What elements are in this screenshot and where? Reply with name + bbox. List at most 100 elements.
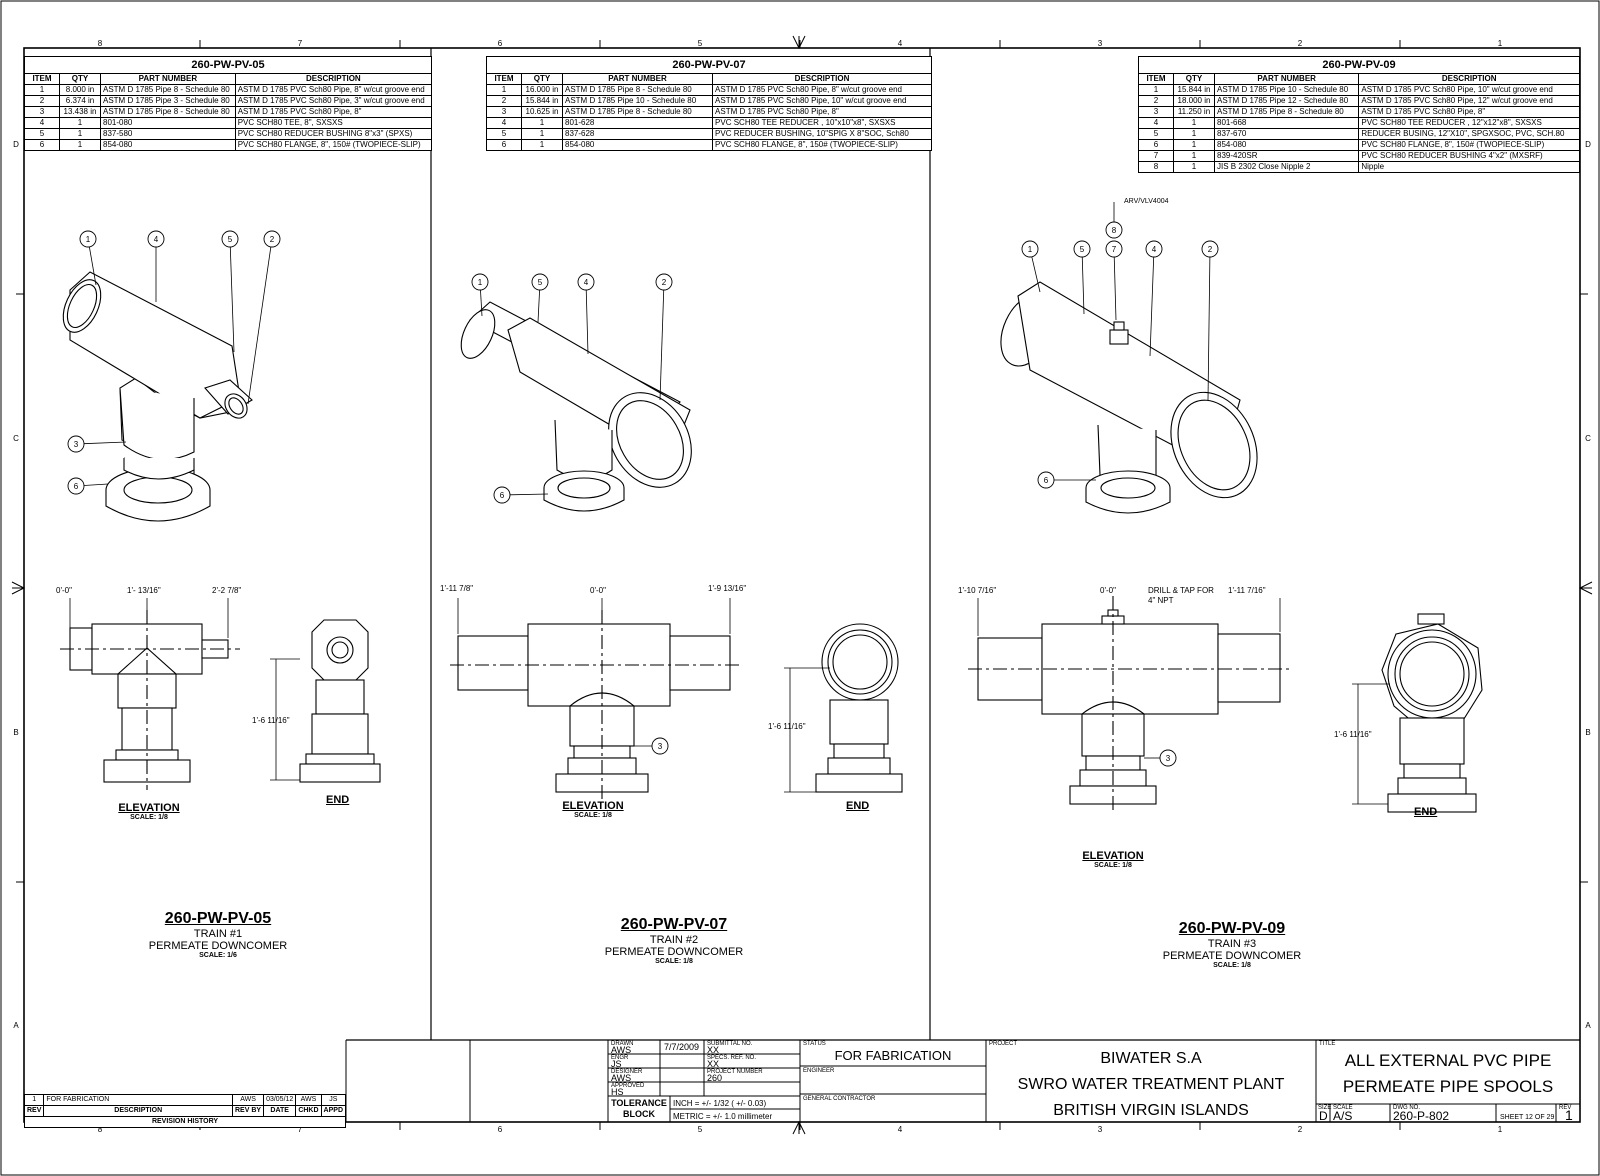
bom-desc: Nipple — [1358, 161, 1580, 173]
tolerance-line-2: BLOCK — [623, 1109, 655, 1119]
zone-col-label: 3 — [1098, 39, 1103, 48]
elevation-label-05: ELEVATION SCALE: 1/8 — [104, 802, 194, 821]
status-label: STATUS — [803, 1041, 826, 1047]
rev-hdr-date: DATE — [263, 1105, 297, 1117]
project-label: PROJECT — [989, 1041, 1018, 1047]
leader-line — [229, 246, 235, 353]
bom-desc: ASTM D 1785 PVC Sch80 Pipe, 8" w/cut gro… — [234, 84, 433, 96]
size-label: SIZE — [1318, 1105, 1332, 1111]
scale-label: SCALE — [1333, 1105, 1353, 1111]
bom-title: 260-PW-PV-05 — [24, 56, 432, 74]
col-part: PART NUMBER — [1213, 73, 1360, 85]
bom-part: 837-628 — [561, 128, 714, 140]
zone-row-label: C — [13, 434, 19, 443]
zone-col-label: 2 — [1298, 1125, 1303, 1134]
project-block: BIWATER S.A SWRO WATER TREATMENT PLANT B… — [986, 1046, 1316, 1124]
bom-desc: ASTM D 1785 PVC Sch80 Pipe, 10" w/cut gr… — [712, 95, 932, 107]
bom-part: 801-628 — [561, 117, 714, 129]
bom-item: 2 — [486, 95, 522, 107]
drawn-label: DRAWN — [611, 1041, 634, 1047]
balloon-circle — [263, 230, 281, 248]
zone-col-label: 2 — [1298, 39, 1303, 48]
dim-07-mid: 0'-0" — [590, 586, 606, 595]
balloon-number: 8 — [1112, 226, 1117, 235]
bom-qty: 13.438 in — [59, 106, 101, 118]
balloon-circle — [471, 273, 489, 291]
date-value: 7/7/2009 — [664, 1042, 700, 1052]
bom-part: ASTM D 1785 Pipe 8 - Schedule 80 — [100, 84, 236, 96]
bom-title: 260-PW-PV-09 — [1138, 56, 1580, 74]
bom-item: 6 — [1138, 139, 1174, 151]
status-value: FOR FABRICATION — [834, 1048, 952, 1063]
train-label: TRAIN #3 — [1207, 938, 1257, 950]
end-pv-05 — [299, 619, 381, 783]
zone-row-label: D — [1585, 140, 1591, 149]
drill-tap-note-2: 4" NPT — [1148, 596, 1174, 605]
bom-qty: 6.374 in — [59, 95, 101, 107]
rev-value: 1 — [1565, 1107, 1573, 1123]
col-qty: QTY — [521, 73, 563, 85]
rev-hdr-chkd: CHKD — [295, 1105, 322, 1117]
balloon-circle — [1073, 240, 1091, 258]
leader-line — [1207, 256, 1211, 401]
balloon-circle — [651, 737, 669, 755]
bom-item: 8 — [1138, 161, 1174, 173]
balloon-circle — [147, 230, 165, 248]
submittal-value: XX — [707, 1045, 720, 1055]
dim-07-left: 1'-11 7/8" — [440, 584, 474, 593]
bom-part: ASTM D 1785 Pipe 8 - Schedule 80 — [100, 106, 236, 118]
zone-marks — [16, 40, 1588, 1130]
bom-desc: PVC SCH80 REDUCER BUSHING 8"x3" (SPXS) — [234, 128, 433, 140]
title-label: TITLE — [1319, 1041, 1336, 1047]
engr-value: JS — [611, 1059, 622, 1069]
balloon-number: 5 — [228, 235, 233, 244]
bom-item: 4 — [1138, 117, 1174, 129]
project-line-3: BRITISH VIRGIN ISLANDS — [1053, 1102, 1249, 1119]
balloon-circle — [67, 435, 85, 453]
bom-desc: ASTM D 1785 PVC Sch80 Pipe, 8" w/cut gro… — [712, 84, 932, 96]
balloon-number: 5 — [1080, 245, 1085, 254]
zone-col-label: 6 — [498, 39, 503, 48]
leader-line — [1113, 256, 1117, 321]
balloon-number: 1 — [86, 235, 91, 244]
revision-history-label: REVISION HISTORY — [24, 1116, 346, 1128]
zone-col-label: 7 — [298, 39, 303, 48]
bom-part: 801-668 — [1213, 117, 1360, 129]
rev-row-date: 03/05/12 — [263, 1094, 297, 1106]
col-part: PART NUMBER — [100, 73, 236, 85]
spool-id: 260-PW-PV-09 — [1178, 920, 1286, 937]
bom-qty: 1 — [1173, 117, 1215, 129]
zone-col-label: 4 — [898, 1125, 903, 1134]
elevation-label-09: ELEVATION SCALE: 1/8 — [1068, 850, 1158, 869]
elevation-pv-09 — [968, 596, 1290, 810]
bom-desc: ASTM D 1785 PVC Sch80 Pipe, 8" — [1358, 106, 1580, 118]
balloon-circle — [493, 486, 511, 504]
dim-05-right: 2'-2 7/8" — [212, 586, 242, 595]
tolerance-inch: INCH = +/- 1/32 ( +/- 0.03) — [673, 1099, 767, 1108]
bom-desc: ASTM D 1785 PVC Sch80 Pipe, 8" — [234, 106, 433, 118]
bom-item: 4 — [486, 117, 522, 129]
balloon-number: 2 — [662, 278, 667, 287]
bom-desc: PVC REDUCER BUSHING, 10"SPIG X 8"SOC, Sc… — [712, 128, 932, 140]
zone-row-label: B — [1585, 728, 1590, 737]
designer-value: AWS — [611, 1073, 632, 1083]
elevation-title: ELEVATION — [562, 800, 624, 812]
zone-col-label: 5 — [698, 1125, 703, 1134]
iso-view-pv-09 — [1000, 281, 1258, 514]
approved-label: APPROVED — [611, 1083, 645, 1089]
rev-row-rev: 1 — [23, 1094, 45, 1106]
end-label-07: END — [846, 800, 870, 812]
zone-row-label: A — [1585, 1021, 1591, 1030]
col-desc: DESCRIPTION — [712, 73, 932, 85]
project-number-label: PROJECT NUMBER — [707, 1069, 763, 1075]
submittal-label: SUBMITTAL NO. — [707, 1041, 753, 1047]
spool-id: 260-PW-PV-07 — [620, 916, 728, 933]
